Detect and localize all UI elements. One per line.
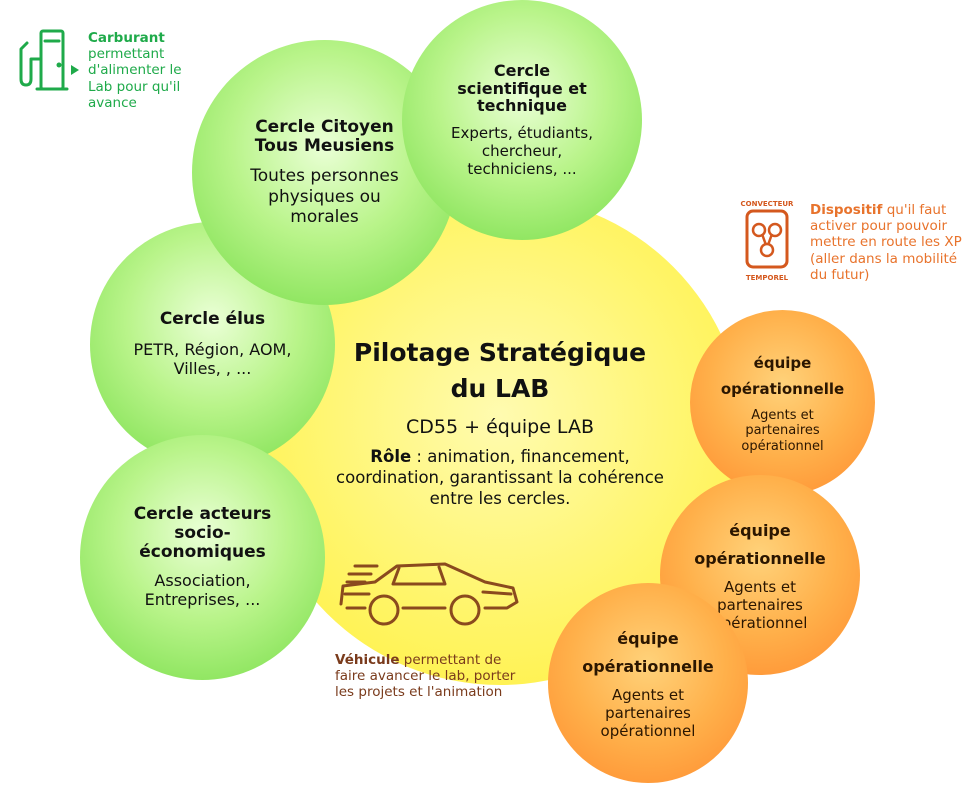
team-2-body: Agents et partenaires opérationnel (712, 578, 808, 632)
central-role-label: Rôle (370, 446, 412, 466)
convecteur-bottom-label: TEMPOREL (746, 274, 789, 282)
vehicule-text: permettant de faire avancer le lab, port… (335, 652, 516, 701)
vehicule-label: Véhicule (335, 652, 400, 668)
central-subtitle: CD55 + équipe LAB (406, 415, 594, 438)
circle-elus-body: PETR, Région, AOM, Villes, , ... (133, 340, 292, 379)
vehicule-note: Véhicule permettant de faire avancer le … (335, 652, 520, 701)
team-3-body: Agents et partenaires opérationnel (600, 686, 696, 740)
circle-acteurs-title: Cercle acteurs socio-économiques (133, 504, 272, 563)
circle-scientifique: Cercle scientifique et technique Experts… (402, 0, 642, 240)
team-1-body: Agents et partenaires opérationnel (741, 408, 824, 454)
circle-scientifique-body: Experts, étudiants, chercheur, technicie… (451, 124, 593, 178)
team-3-title-line2: opérationnelle (582, 657, 714, 677)
central-content: Pilotage Stratégique du LAB CD55 + équip… (320, 335, 680, 510)
circle-citoyen-title: Cercle Citoyen Tous Meusiens (255, 118, 394, 156)
team-2-title-line2: opérationnelle (694, 549, 826, 569)
central-title-line1: Pilotage Stratégique (353, 338, 647, 367)
central-role-text: : animation, financement, coordination, … (336, 446, 664, 509)
team-1-title: équipe opérationnelle (721, 351, 844, 402)
dispositif-label: Dispositif (810, 202, 883, 218)
circle-acteurs-body: Association, Entreprises, ... (144, 571, 261, 610)
central-role: Rôle : animation, financement, coordinat… (320, 446, 680, 510)
delorean-car-icon (339, 562, 519, 626)
circle-citoyen-title-line2: Tous Meusiens (254, 136, 395, 157)
circle-elus-title: Cercle élus (159, 309, 266, 330)
dispositif-text: qu'il faut activer pour pouvoir mettre e… (810, 202, 962, 283)
circle-citoyen-body: Toutes personnes physiques ou morales (250, 166, 399, 227)
carburant-note: Carburant permettant d'alimenter le Lab … (88, 30, 198, 111)
fuel-pump-icon (19, 29, 79, 91)
carburant-label: Carburant (88, 30, 165, 46)
carburant-text: permettant d'alimenter le Lab pour qu'il… (88, 46, 182, 111)
team-1-title-line2: opérationnelle (720, 379, 845, 398)
circle-citoyen-title-line1: Cercle Citoyen (255, 117, 394, 138)
team-circle-1: équipe opérationnelle Agents et partenai… (690, 310, 875, 495)
convecteur-temporel-icon: CONVECTEUR TEMPOREL (741, 200, 795, 282)
team-2-title-line1: équipe (729, 521, 791, 541)
circle-scientifique-title: Cercle scientifique et technique (457, 60, 587, 116)
team-2-title: équipe opérationnelle (694, 517, 826, 573)
team-3-title: équipe opérationnelle (582, 625, 714, 681)
convecteur-top-label: CONVECTEUR (741, 200, 795, 208)
central-title-line2: du LAB (450, 374, 550, 404)
central-title: Pilotage Stratégique du LAB (320, 335, 680, 408)
circle-acteurs: Cercle acteurs socio-économiques Associa… (80, 435, 325, 680)
team-circle-3: équipe opérationnelle Agents et partenai… (548, 583, 748, 783)
team-3-title-line1: équipe (617, 629, 679, 649)
team-1-title-line1: équipe (753, 354, 812, 372)
dispositif-note: Dispositif qu'il faut activer pour pouvo… (810, 202, 970, 283)
